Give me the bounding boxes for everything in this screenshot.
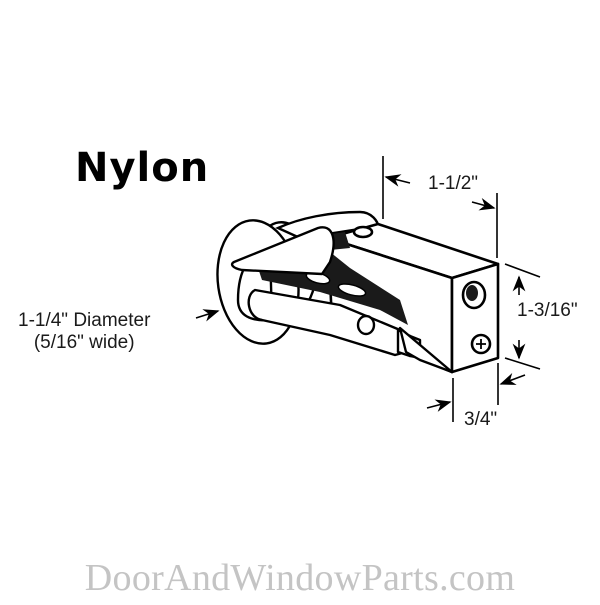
upper-arm	[230, 226, 335, 276]
dimension-lines	[195, 156, 541, 422]
diameter-label-line2: (5/16" wide)	[33, 331, 135, 353]
height-dimension-label: 1-3/16"	[517, 300, 578, 321]
diameter-label-line1: 1-1/4" Diameter	[18, 310, 151, 331]
material-title: Nylon	[75, 145, 210, 191]
diameter-dimension-label: 1-1/4" Diameter (5/16" wide)	[18, 310, 150, 354]
length-dimension-label: 1-1/2"	[428, 173, 479, 194]
end-leg	[398, 326, 454, 374]
width-dimension-label: 3/4"	[464, 409, 498, 430]
site-watermark: DoorAndWindowParts.com	[84, 557, 516, 599]
